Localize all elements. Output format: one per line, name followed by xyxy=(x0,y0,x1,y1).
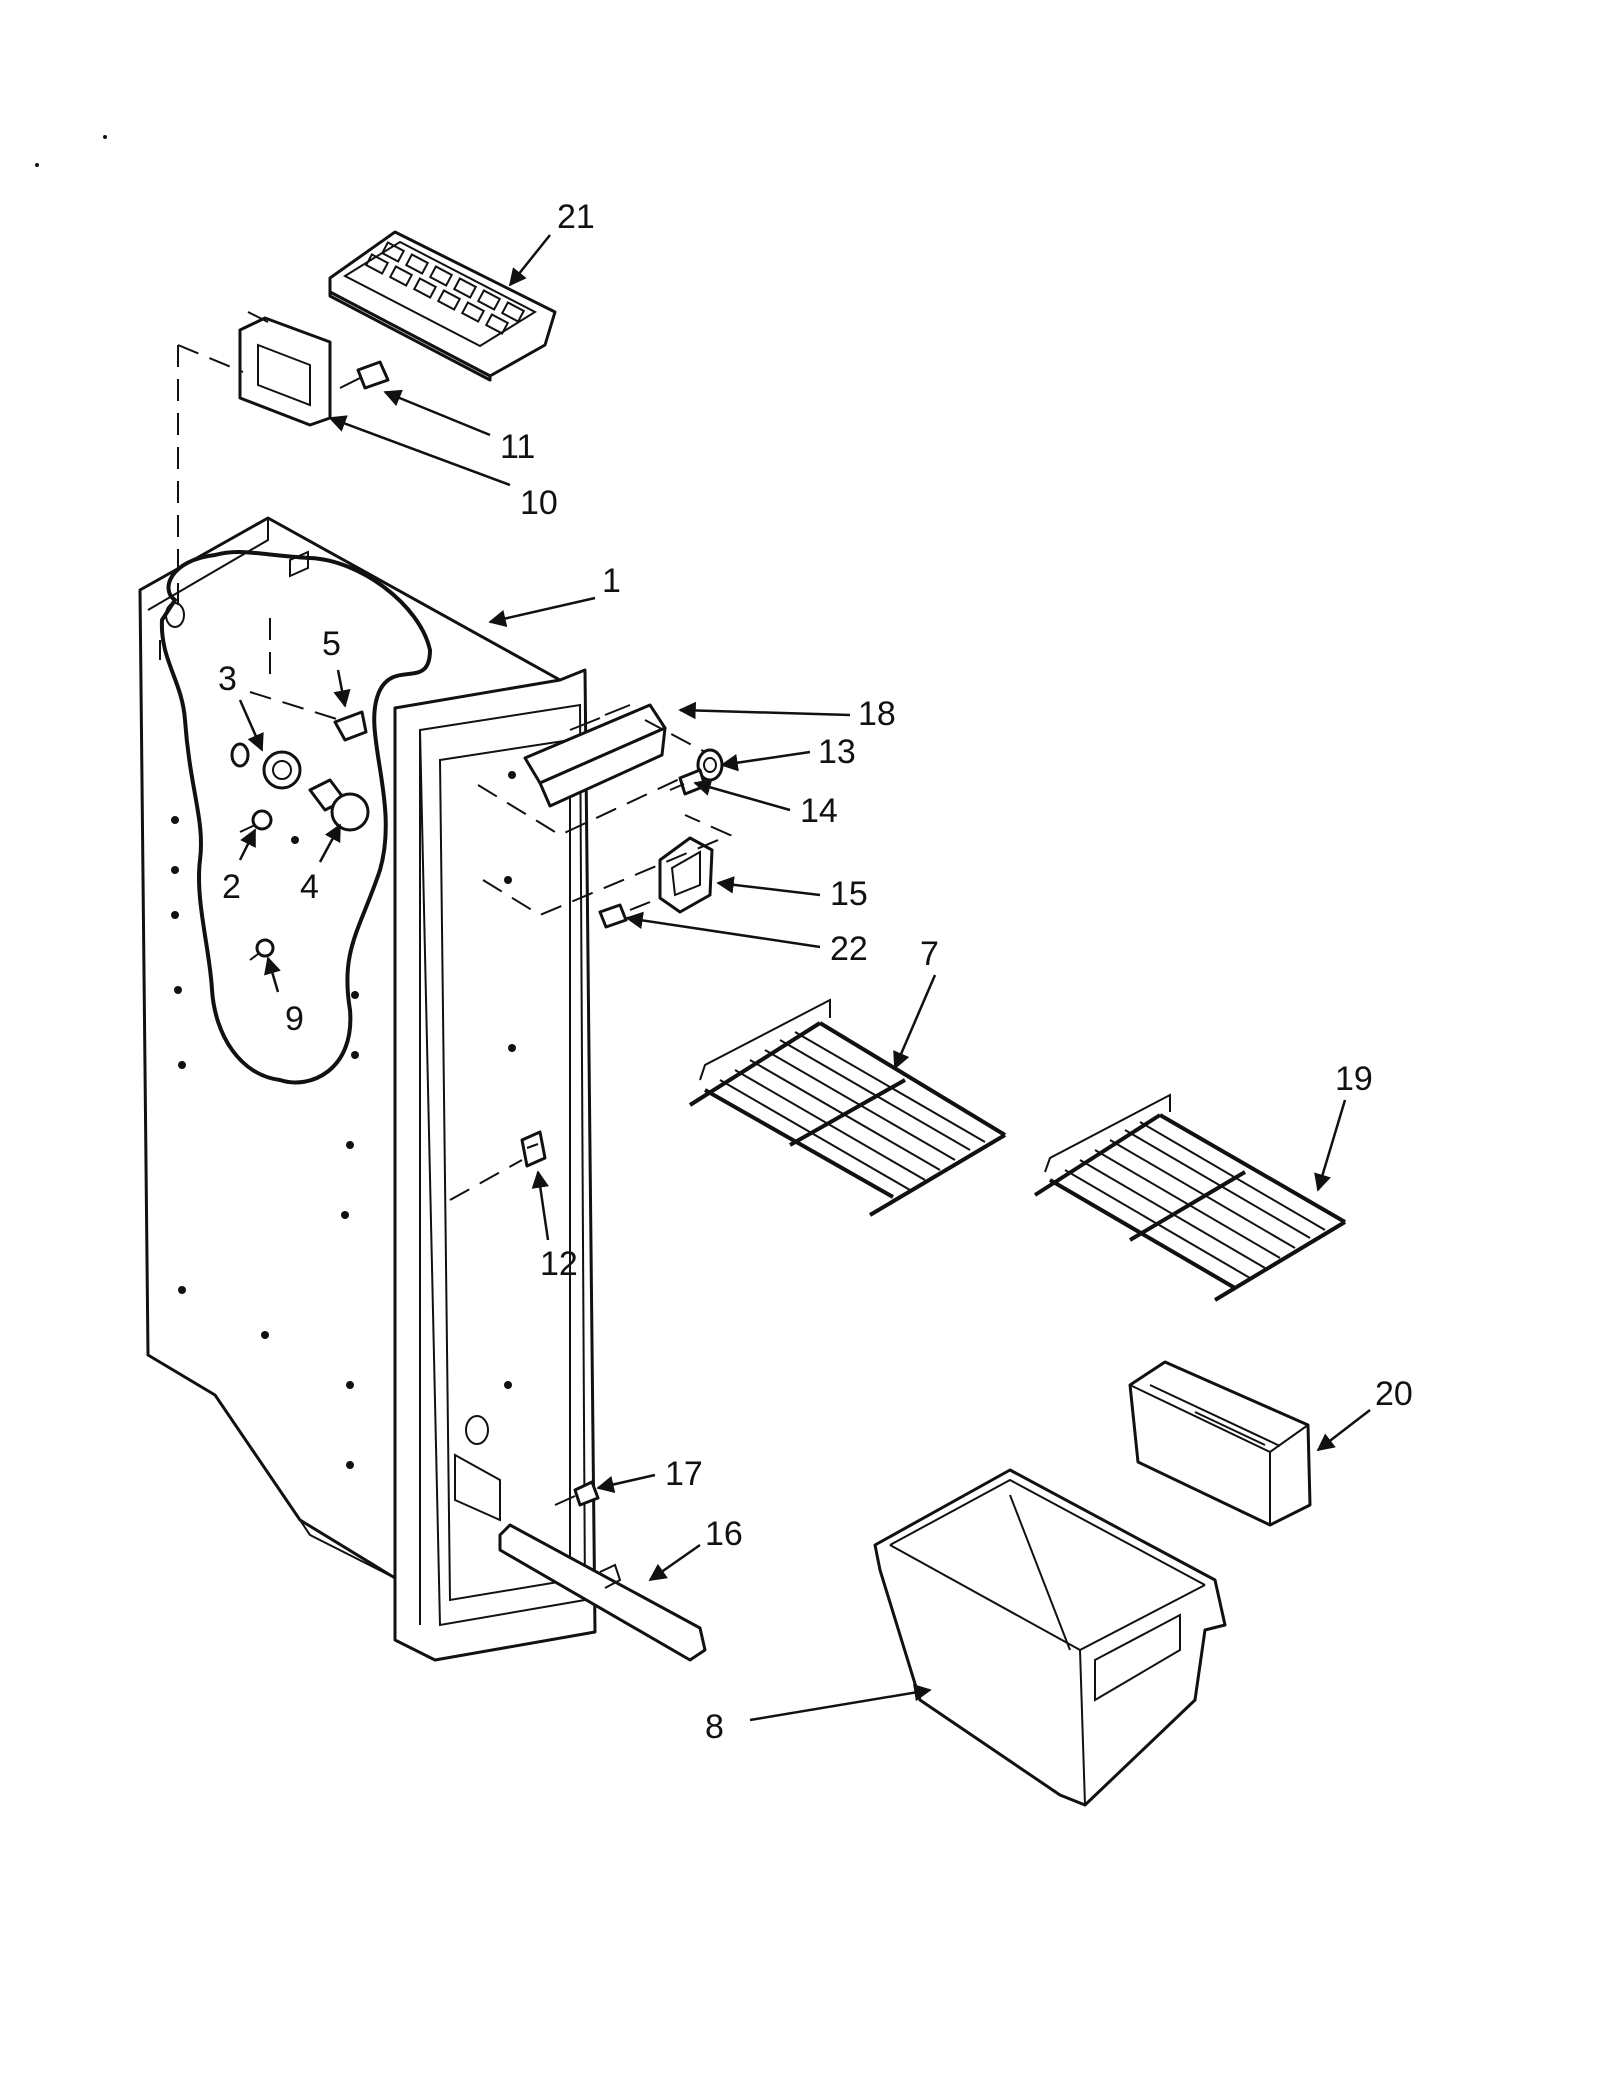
leader-lines xyxy=(238,234,1371,1722)
callout-7: 7 xyxy=(920,935,939,973)
freezer-liner xyxy=(138,516,597,1662)
callout-4: 4 xyxy=(300,868,319,906)
callout-3: 3 xyxy=(218,660,237,698)
screw-part-9 xyxy=(249,938,275,961)
shelf-support-bracket xyxy=(658,836,714,914)
freezer-basket-part-8 xyxy=(873,1468,1227,1807)
callout-20: 20 xyxy=(1375,1375,1413,1413)
scan-speck xyxy=(103,135,107,139)
dashed-guide xyxy=(477,719,723,837)
ice-cube-tray xyxy=(328,230,557,382)
callout-12: 12 xyxy=(540,1245,578,1283)
screw-part-17 xyxy=(554,1480,600,1507)
callout-11: 11 xyxy=(500,428,535,466)
light-switch-clip xyxy=(333,710,368,742)
callout-14: 14 xyxy=(800,792,838,830)
callout-15: 15 xyxy=(830,875,868,913)
callout-18: 18 xyxy=(858,695,896,733)
callout-16: 16 xyxy=(705,1515,743,1553)
air-duct-cover xyxy=(523,703,667,808)
wiring-harness xyxy=(159,549,432,1085)
callout-labels: 21 11 10 1 5 3 2 4 9 18 13 14 15 22 7 19… xyxy=(218,198,1413,1746)
light-socket xyxy=(230,742,302,790)
callout-13: 13 xyxy=(818,733,856,771)
screw-part-22 xyxy=(598,901,651,929)
dashed-guide xyxy=(177,344,244,373)
door-switch xyxy=(520,1130,547,1168)
bottom-rail xyxy=(498,1523,707,1662)
screw-part-11 xyxy=(339,360,390,390)
callout-5: 5 xyxy=(322,625,341,663)
dashed-guide xyxy=(249,691,341,721)
callout-10: 10 xyxy=(520,484,558,522)
callout-2: 2 xyxy=(222,868,241,906)
door-bin-part-20 xyxy=(1128,1360,1312,1527)
ice-tray-bracket xyxy=(238,311,332,427)
callout-1: 1 xyxy=(602,562,621,600)
callout-9: 9 xyxy=(285,1000,304,1038)
callout-17: 17 xyxy=(665,1455,703,1493)
callout-22: 22 xyxy=(830,930,868,968)
wire-shelf-part-7 xyxy=(688,998,1007,1217)
dashed-guide xyxy=(449,1159,523,1201)
light-bulb xyxy=(308,778,370,832)
scan-speck xyxy=(35,163,39,167)
callout-8: 8 xyxy=(705,1708,724,1746)
wire-shelf-part-19 xyxy=(1033,1093,1347,1302)
callout-21: 21 xyxy=(557,198,595,236)
callout-19: 19 xyxy=(1335,1060,1373,1098)
